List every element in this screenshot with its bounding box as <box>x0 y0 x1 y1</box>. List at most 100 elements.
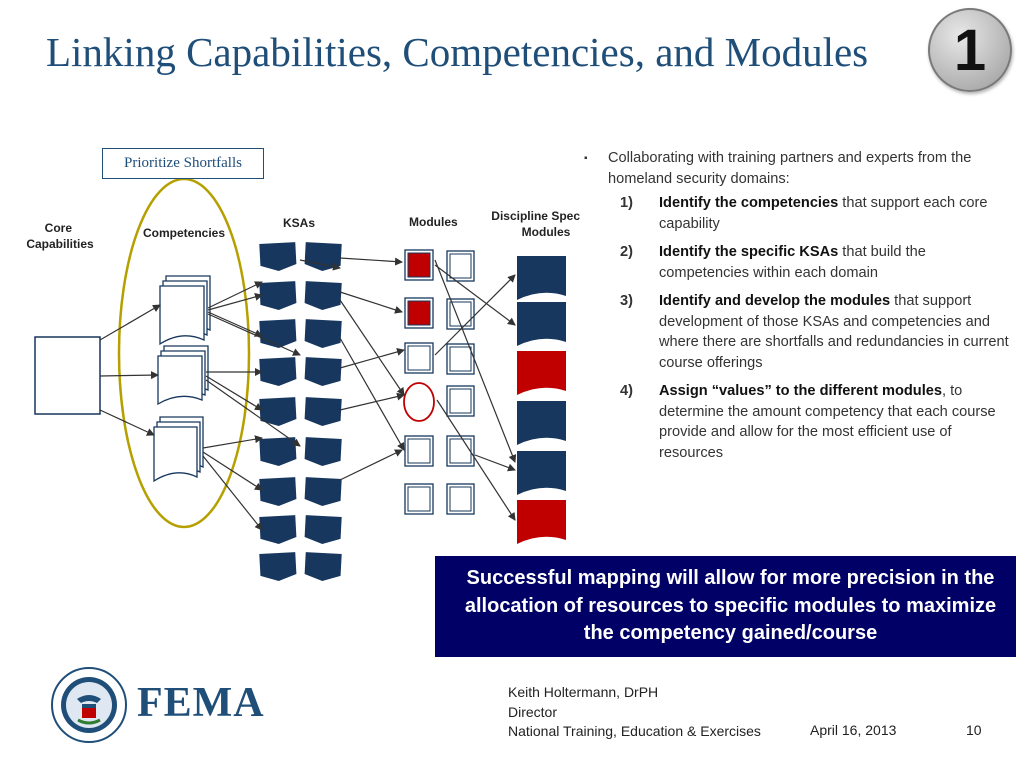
ksa-shape <box>259 515 297 544</box>
ksa-shape <box>259 319 297 348</box>
step-number-badge: 1 <box>928 8 1012 92</box>
mapping-arrow <box>202 451 263 491</box>
footer-role: Director <box>508 703 558 720</box>
mapping-arrow <box>474 454 516 472</box>
item-text: Identify the competencies that support e… <box>659 193 1014 234</box>
ksa-shape <box>259 397 297 426</box>
item-rest-text: that support development of those KSAs a… <box>659 293 1009 371</box>
competency-document-3 <box>153 416 204 483</box>
discipline-modules-label-line2: Modules <box>522 225 571 239</box>
footer-org: National Training, Education & Exercises <box>508 723 761 739</box>
bullet-intro-text: Collaborating with training partners and… <box>608 150 972 187</box>
module-box <box>407 438 431 464</box>
competency-document-1 <box>159 275 211 346</box>
module-box <box>449 253 472 279</box>
item-text: Identify and develop the modules that su… <box>659 291 1014 373</box>
item-number: 3) <box>620 293 633 309</box>
ksa-shape <box>304 477 342 506</box>
module-box <box>449 438 472 464</box>
module-box <box>449 346 472 372</box>
bullet-intro: ▪ Collaborating with training partners a… <box>584 148 1014 189</box>
item-rest-text: , to determine the amount competency tha… <box>659 383 996 461</box>
module-box <box>407 345 431 371</box>
ksa-shape <box>259 477 297 506</box>
mapping-arrow <box>99 371 159 380</box>
item-rest-text: that support each core capability <box>659 195 988 232</box>
ksa-shape <box>259 437 297 466</box>
page-number: 10 <box>966 722 982 738</box>
module-box <box>407 486 431 512</box>
numbered-list: 1) Identify the competencies that suppor… <box>584 193 1014 463</box>
item-number: 2) <box>620 244 633 260</box>
mapping-arrow <box>207 313 301 356</box>
item-bold-text: Identify and develop the modules <box>659 293 891 309</box>
mapping-arrow <box>339 337 405 451</box>
competencies-highlight-ellipse <box>117 177 251 529</box>
mapping-arrow <box>207 311 263 337</box>
mapping-arrows <box>99 257 517 531</box>
dhs-seal-icon <box>51 667 127 743</box>
module-shortfall-circle <box>403 382 435 422</box>
footer-date: April 16, 2013 <box>810 722 897 738</box>
mapping-arrow <box>434 264 516 326</box>
mapping-arrow <box>202 435 263 449</box>
ksa-shape <box>259 552 297 581</box>
mapping-arrow <box>207 293 263 311</box>
core-capabilities-label: Core Capabilities <box>26 221 94 251</box>
callout-box: Successful mapping will allow for more p… <box>435 556 1016 657</box>
discipline-module-navy <box>517 451 566 495</box>
mapping-arrow <box>339 348 405 369</box>
bullet-list: ▪ Collaborating with training partners a… <box>584 148 1014 471</box>
discipline-module-shapes <box>517 256 566 544</box>
mapping-arrow <box>339 291 403 314</box>
mapping-arrow <box>339 299 405 396</box>
ksa-shapes <box>259 242 342 581</box>
module-box <box>449 388 472 414</box>
numbered-item-2: 2) Identify the specific KSAs that build… <box>584 242 1014 283</box>
item-number: 1) <box>620 195 633 211</box>
ksa-shape <box>304 515 342 544</box>
discipline-module-navy <box>517 401 566 445</box>
item-bold-text: Identify the specific KSAs <box>659 244 839 260</box>
ksa-shape <box>259 357 297 386</box>
mapping-arrow <box>434 274 516 356</box>
discipline-module-navy <box>517 256 566 300</box>
item-bold-text: Identify the competencies <box>659 195 839 211</box>
mapping-arrow <box>339 257 403 266</box>
mapping-arrow <box>99 304 161 341</box>
mapping-arrow <box>202 455 263 531</box>
core-capability-box <box>34 336 101 415</box>
ksa-shape <box>304 357 342 386</box>
item-text: Identify the specific KSAs that build th… <box>659 242 1014 283</box>
mapping-arrow <box>434 259 517 463</box>
mapping-arrow <box>339 392 405 411</box>
discipline-modules-label-line1: Discipline Specific <box>491 209 580 223</box>
module-red-box <box>407 252 431 278</box>
core-capabilities-label-line2: Capabilities <box>26 237 94 251</box>
footer-author-block: Keith Holtermann, DrPH Director National… <box>508 683 761 742</box>
mapping-arrow <box>436 399 516 521</box>
module-box <box>449 486 472 512</box>
item-bold-text: Assign “values” to the different modules <box>659 383 943 399</box>
core-capabilities-label-line1: Core <box>45 221 73 235</box>
modules-label: Modules <box>409 215 458 229</box>
ksa-shape <box>259 242 297 271</box>
discipline-module-navy <box>517 302 566 346</box>
slide-title: Linking Capabilities, Competencies, and … <box>46 29 869 75</box>
discipline-module-red <box>517 351 566 395</box>
item-rest-text: that build the competencies within each … <box>659 244 926 281</box>
ksa-shape <box>304 281 342 310</box>
fema-logo-text: FEMA <box>137 680 265 726</box>
prioritize-shortfalls-label: Prioritize Shortfalls <box>102 148 264 179</box>
mapping-arrow <box>299 259 341 271</box>
discipline-module-red <box>517 500 566 544</box>
ksa-shape <box>259 281 297 310</box>
discipline-modules-label: Discipline Specific Modules <box>491 209 580 239</box>
competencies-label: Competencies <box>143 226 225 240</box>
square-bullet-icon: ▪ <box>584 153 588 164</box>
numbered-item-3: 3) Identify and develop the modules that… <box>584 291 1014 373</box>
numbered-item-1: 1) Identify the competencies that suppor… <box>584 193 1014 234</box>
item-number: 4) <box>620 383 633 399</box>
ksas-label: KSAs <box>283 216 315 230</box>
module-shapes <box>403 249 475 515</box>
